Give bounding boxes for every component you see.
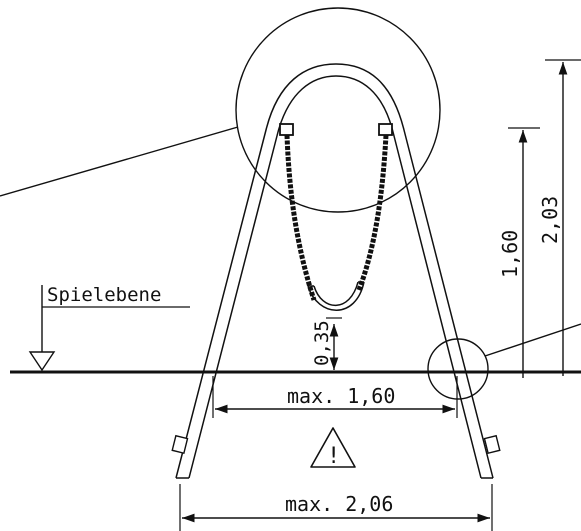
- dim-outer-width-label: max. 2,06: [285, 492, 393, 516]
- dim-inner-width-label: max. 1,60: [287, 384, 395, 408]
- detail-leader-top: [0, 126, 239, 197]
- hanger-right: [378, 123, 393, 136]
- dim-seat-height-label: 0,35: [311, 320, 333, 366]
- dim-total-height-label: 2,03: [538, 196, 562, 244]
- anchor-plate-right: [483, 434, 501, 455]
- warning-symbol: !: [327, 444, 340, 469]
- detail-leader-ground: [484, 323, 581, 357]
- warning-triangle-icon: [310, 427, 356, 468]
- anchor-plate-left: [171, 434, 189, 455]
- swing-frame: [175, 63, 494, 479]
- swing-seat: [307, 281, 365, 311]
- hanger-left: [279, 123, 294, 136]
- play-level-label: Spielebene: [47, 284, 161, 306]
- chain-left: [284, 134, 317, 301]
- detail-circle-top: [235, 7, 441, 213]
- play-level-marker: [28, 285, 190, 372]
- chain-right: [356, 134, 389, 291]
- dim-upper-height-label: 1,60: [498, 230, 522, 278]
